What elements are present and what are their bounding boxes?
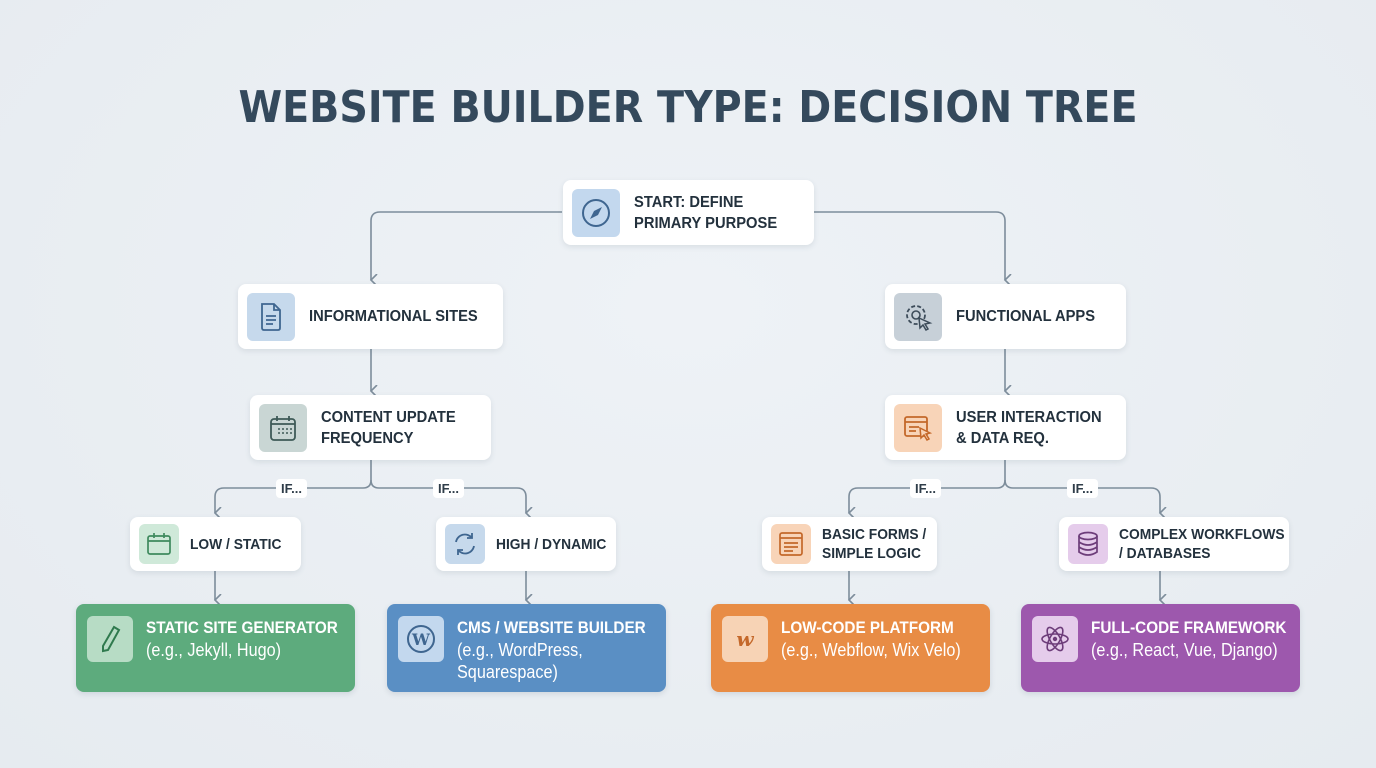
result-title: LOW-CODE PLATFORM: [781, 618, 954, 637]
start-label-line1: START: DEFINE: [634, 193, 744, 211]
informational-sites-label: INFORMATIONAL SITES: [309, 308, 478, 325]
start-node: START: DEFINE PRIMARY PURPOSE: [563, 180, 814, 245]
high-dynamic-node: HIGH / DYNAMIC: [436, 517, 616, 571]
complex-workflows-label-line2: / DATABASES: [1119, 545, 1211, 562]
condition-label: IF...: [910, 479, 941, 498]
document-icon: [247, 292, 295, 341]
low-static-node: LOW / STATIC: [130, 517, 301, 571]
wordpress-icon: W: [398, 616, 444, 662]
basic-forms-label-line2: SIMPLE LOGIC: [822, 545, 921, 562]
webflow-icon: w: [722, 616, 768, 662]
content-update-frequency-node: CONTENT UPDATE FREQUENCY: [250, 395, 491, 460]
result-static-site-generator: STATIC SITE GENERATOR (e.g., Jekyll, Hug…: [76, 604, 355, 692]
result-examples: (e.g., Jekyll, Hugo): [146, 640, 282, 660]
database-icon: [1068, 524, 1108, 564]
condition-label: IF...: [433, 479, 464, 498]
form-icon: [771, 524, 811, 564]
result-cms-website-builder: W CMS / WEBSITE BUILDER (e.g., WordPress…: [387, 604, 666, 692]
result-title: STATIC SITE GENERATOR: [146, 618, 338, 637]
high-dynamic-label: HIGH / DYNAMIC: [496, 535, 607, 553]
content-update-label-line2: FREQUENCY: [321, 429, 414, 447]
result-full-code-framework: FULL-CODE FRAMEWORK (e.g., React, Vue, D…: [1021, 604, 1300, 692]
refresh-icon: [445, 524, 485, 564]
diagram-title: WEBSITE BUILDER TYPE: DECISION TREE: [238, 82, 1138, 133]
result-title: FULL-CODE FRAMEWORK: [1091, 618, 1287, 637]
svg-text:w: w: [736, 627, 754, 651]
condition-label: IF...: [1067, 479, 1098, 498]
complex-workflows-label-line1: COMPLEX WORKFLOWS: [1119, 526, 1285, 543]
content-update-label-line1: CONTENT UPDATE: [321, 408, 456, 426]
low-static-label: LOW / STATIC: [190, 535, 282, 553]
result-low-code-platform: w LOW-CODE PLATFORM (e.g., Webflow, Wix …: [711, 604, 990, 692]
complex-workflows-node: COMPLEX WORKFLOWS / DATABASES: [1059, 517, 1289, 571]
result-examples: (e.g., WordPress, Squarespace): [457, 640, 583, 682]
start-label-line2: PRIMARY PURPOSE: [634, 214, 778, 232]
user-interaction-label-line1: USER INTERACTION: [956, 408, 1102, 426]
informational-sites-node: INFORMATIONAL SITES: [238, 284, 503, 349]
svg-text:W: W: [411, 630, 431, 649]
functional-apps-label: FUNCTIONAL APPS: [956, 308, 1096, 325]
calendar-icon: [139, 524, 179, 564]
pen-icon: [87, 616, 133, 662]
calendar-icon: [259, 403, 307, 452]
result-examples: (e.g., Webflow, Wix Velo): [781, 640, 961, 660]
user-interaction-label-line2: & DATA REQ.: [956, 429, 1049, 447]
compass-icon: [572, 188, 620, 237]
react-atom-icon: [1032, 616, 1078, 662]
basic-forms-label-line1: BASIC FORMS /: [822, 526, 927, 543]
user-interaction-node: USER INTERACTION & DATA REQ.: [885, 395, 1126, 460]
gear-cursor-icon: [894, 292, 942, 341]
window-cursor-icon: [894, 403, 942, 452]
basic-forms-node: BASIC FORMS / SIMPLE LOGIC: [762, 517, 937, 571]
result-examples: (e.g., React, Vue, Django): [1091, 640, 1278, 660]
functional-apps-node: FUNCTIONAL APPS: [885, 284, 1126, 349]
condition-label: IF...: [276, 479, 307, 498]
result-title: CMS / WEBSITE BUILDER: [457, 618, 646, 637]
